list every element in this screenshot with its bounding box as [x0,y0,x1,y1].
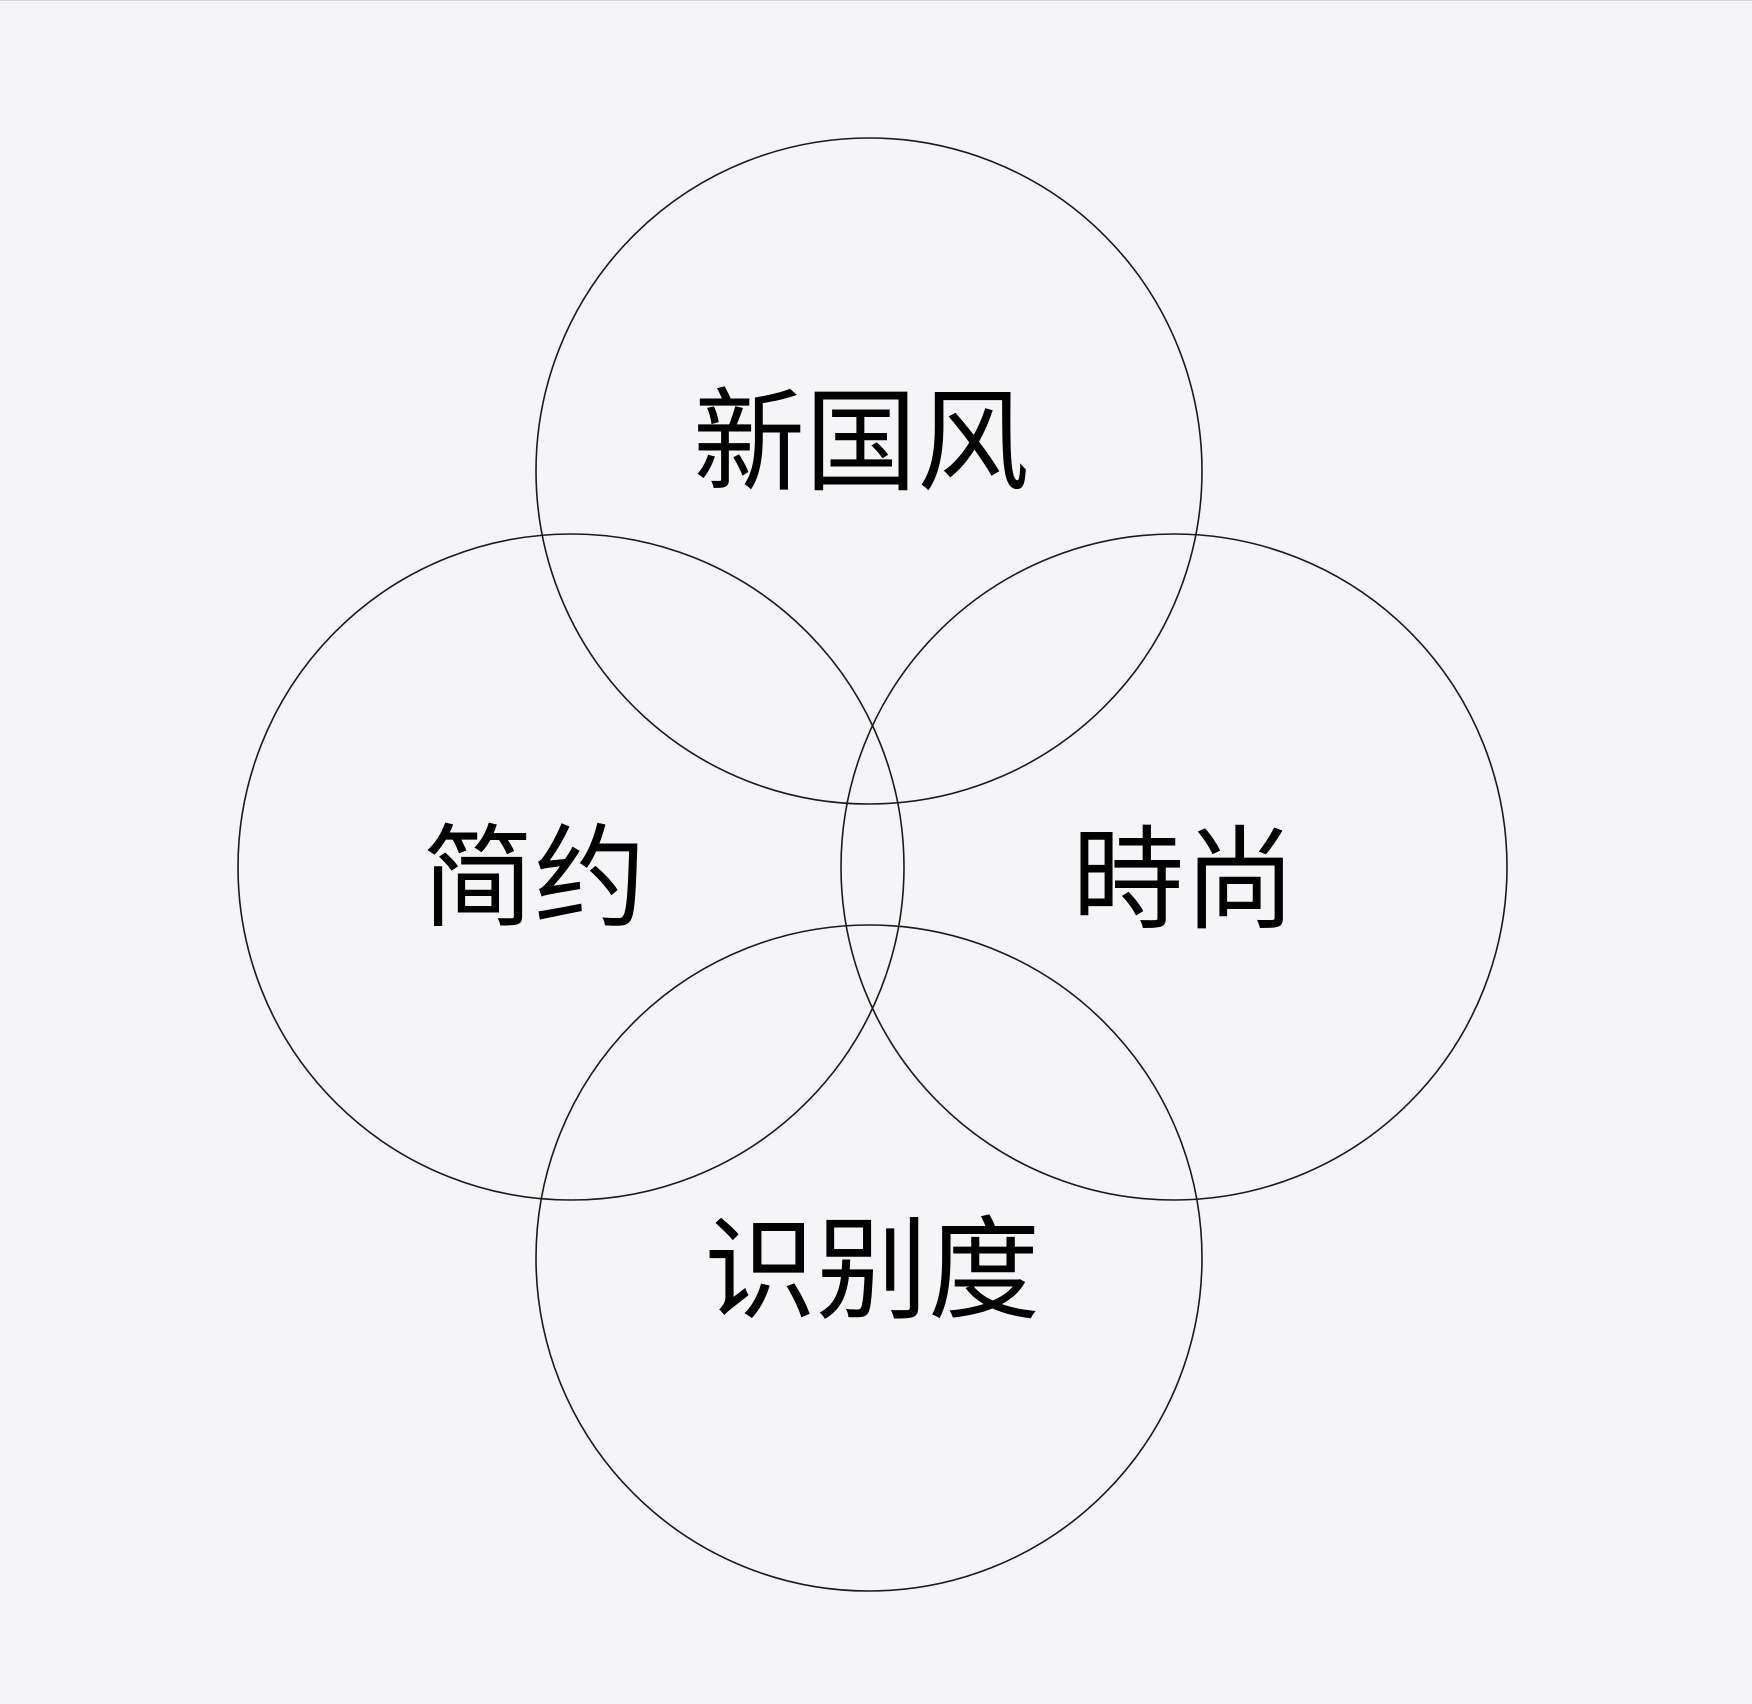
circle-right [840,533,1508,1201]
circle-left [237,533,905,1201]
label-top: 新国风 [693,378,1029,508]
circle-top [535,137,1203,805]
label-bottom: 识别度 [704,1206,1040,1336]
circle-bottom [535,924,1203,1592]
label-right: 時尚 [1072,816,1296,946]
label-left: 简约 [422,814,646,944]
